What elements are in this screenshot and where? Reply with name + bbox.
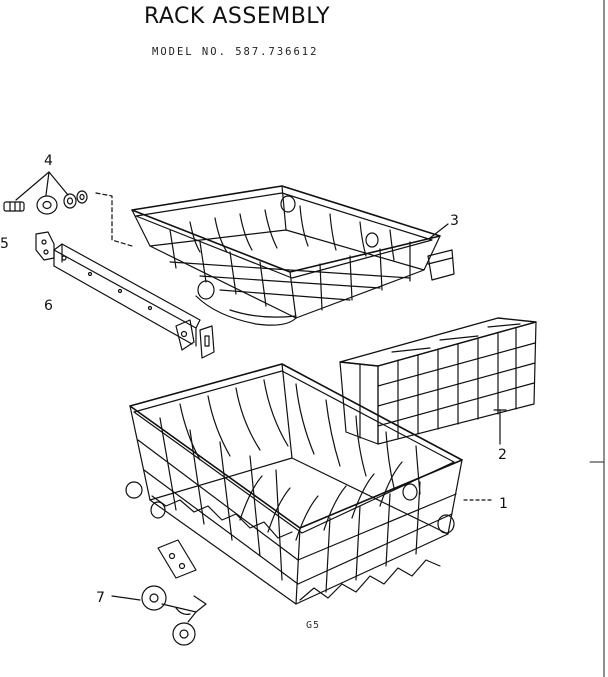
callout-1: 1 <box>499 496 508 512</box>
callout-5: 5 <box>0 236 9 252</box>
part-2-silverware-basket <box>339 317 537 445</box>
callout-3: 3 <box>450 213 459 229</box>
page-edge-line <box>589 0 605 677</box>
callout-4: 4 <box>44 153 53 169</box>
part-7-roller-assembly <box>111 539 207 646</box>
part-3-upper-rack <box>131 185 455 326</box>
callout-2: 2 <box>498 447 507 463</box>
part-1-lower-rack <box>125 363 495 605</box>
drawing-code: G5 <box>306 620 321 631</box>
diagram-title: RACK ASSEMBLY <box>144 4 331 29</box>
part-5-bracket <box>35 231 55 261</box>
model-number: MODEL NO. 587.736612 <box>152 46 319 58</box>
part-4-roller-hardware <box>3 171 133 247</box>
callout-6: 6 <box>44 298 53 314</box>
part-6-rail <box>53 243 215 359</box>
callout-7: 7 <box>96 590 105 606</box>
